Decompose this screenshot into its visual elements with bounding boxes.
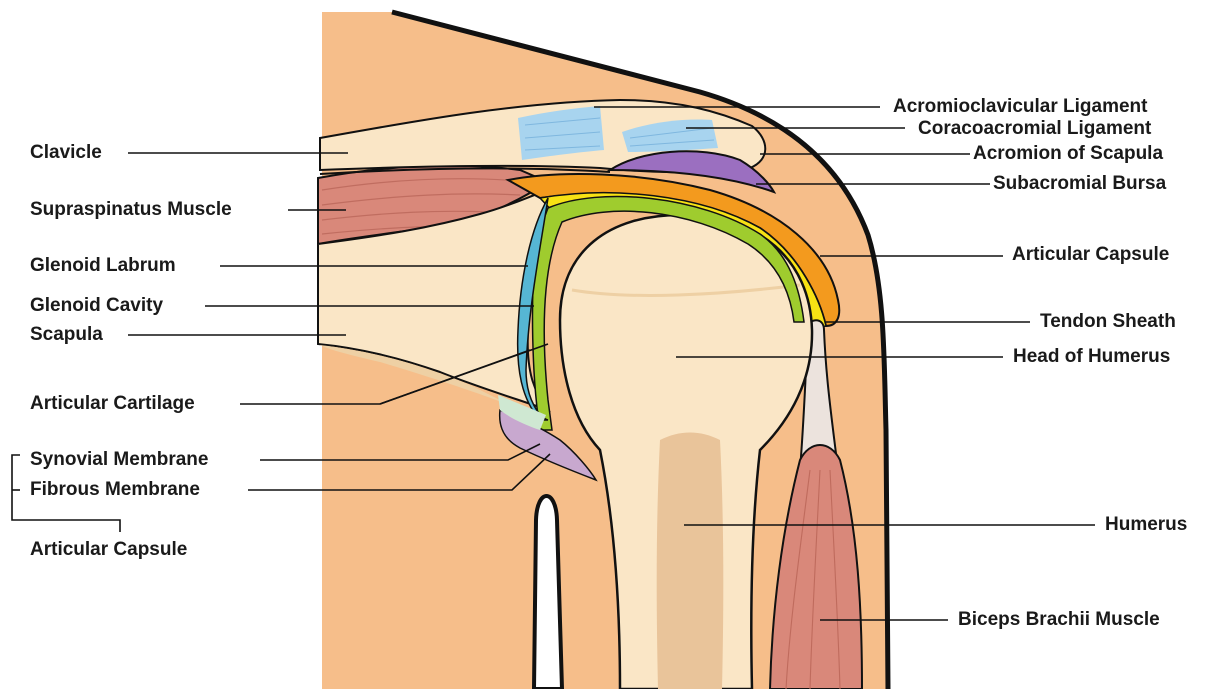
label-tendon-sheath: Tendon Sheath [1040, 311, 1176, 333]
label-subacromial-bursa: Subacromial Bursa [993, 173, 1166, 195]
label-fibrous-membrane: Fibrous Membrane [30, 479, 200, 501]
label-humerus: Humerus [1105, 514, 1187, 536]
label-head-of-humerus: Head of Humerus [1013, 346, 1170, 368]
label-biceps-brachii-muscle: Biceps Brachii Muscle [958, 609, 1160, 631]
label-glenoid-cavity: Glenoid Cavity [30, 295, 163, 317]
label-acromion-of-scapula: Acromion of Scapula [973, 143, 1163, 165]
humerus-marrow [657, 433, 724, 689]
label-glenoid-labrum: Glenoid Labrum [30, 255, 176, 277]
label-articular-cartilage: Articular Cartilage [30, 393, 195, 415]
axilla-gap [534, 496, 562, 689]
label-articular-capsule-right: Articular Capsule [1012, 244, 1169, 266]
label-coracoacromial-ligament: Coracoacromial Ligament [918, 118, 1151, 140]
label-clavicle: Clavicle [30, 142, 102, 164]
label-articular-capsule-left: Articular Capsule [30, 539, 187, 561]
label-acromioclavicular-ligament: Acromioclavicular Ligament [893, 96, 1147, 118]
label-synovial-membrane: Synovial Membrane [30, 449, 208, 471]
label-supraspinatus-muscle: Supraspinatus Muscle [30, 199, 232, 221]
label-scapula: Scapula [30, 324, 103, 346]
